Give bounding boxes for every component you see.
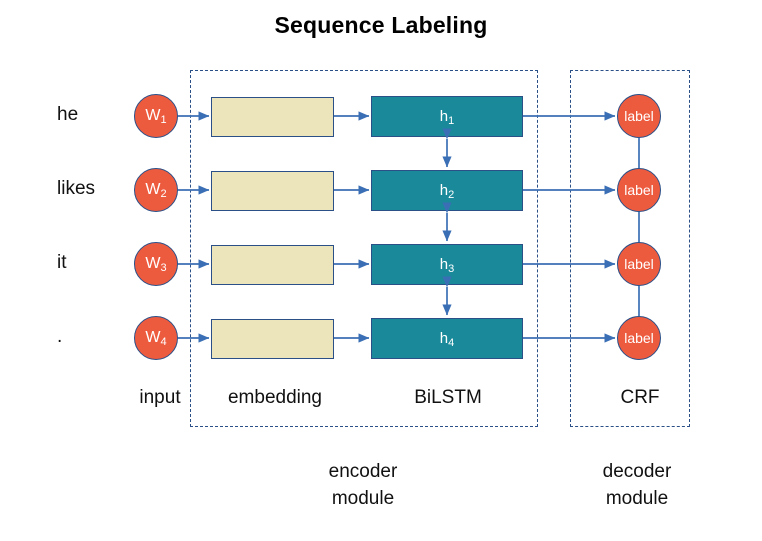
decoder-module-frame [570, 70, 690, 427]
token-circle-label-2: W2 [145, 181, 167, 200]
token-circle-3: W3 [134, 242, 178, 286]
input-word-1: he [57, 104, 79, 125]
bilstm-box-label-4: h4 [439, 330, 455, 349]
embedding-box-2 [211, 171, 334, 211]
bilstm-box-3: h3 [371, 244, 523, 285]
label-circle-3: label [617, 242, 661, 286]
token-circle-label-3: W3 [145, 255, 167, 274]
input-word-2: likes [57, 178, 96, 199]
caption-bilstm: BiLSTM [414, 387, 482, 408]
caption-decoder-line2: module [605, 487, 669, 509]
bilstm-box-label-3: h3 [439, 256, 455, 275]
token-circle-label-1: W1 [145, 107, 167, 126]
input-word-4: . [57, 326, 63, 347]
embedding-box-3 [211, 245, 334, 285]
label-circle-text-4: label [624, 330, 654, 346]
caption-encoder-line2: module [331, 487, 395, 509]
label-circle-text-2: label [624, 182, 654, 198]
embedding-box-4 [211, 319, 334, 359]
caption-encoder-module: encoder module [283, 459, 443, 513]
label-circle-text-3: label [624, 256, 654, 272]
bilstm-box-1: h1 [371, 96, 523, 137]
caption-embedding: embedding [227, 387, 323, 408]
embedding-box-1 [211, 97, 334, 137]
bilstm-box-2: h2 [371, 170, 523, 211]
token-circle-2: W2 [134, 168, 178, 212]
caption-crf: CRF [620, 387, 660, 408]
bilstm-box-label-2: h2 [439, 182, 455, 201]
label-circle-1: label [617, 94, 661, 138]
input-word-3: it [57, 252, 67, 273]
page-title: Sequence Labeling [274, 12, 488, 38]
caption-decoder-module: decoder module [557, 459, 717, 513]
caption-input: input [139, 387, 181, 408]
token-circle-1: W1 [134, 94, 178, 138]
token-circle-label-4: W4 [145, 329, 167, 348]
bilstm-box-label-1: h1 [439, 108, 455, 127]
token-circle-4: W4 [134, 316, 178, 360]
label-circle-text-1: label [624, 108, 654, 124]
encoder-module-frame [190, 70, 538, 427]
label-circle-4: label [617, 316, 661, 360]
caption-encoder-line1: encoder [328, 461, 398, 482]
caption-decoder-line1: decoder [602, 461, 672, 482]
bilstm-box-4: h4 [371, 318, 523, 359]
label-circle-2: label [617, 168, 661, 212]
